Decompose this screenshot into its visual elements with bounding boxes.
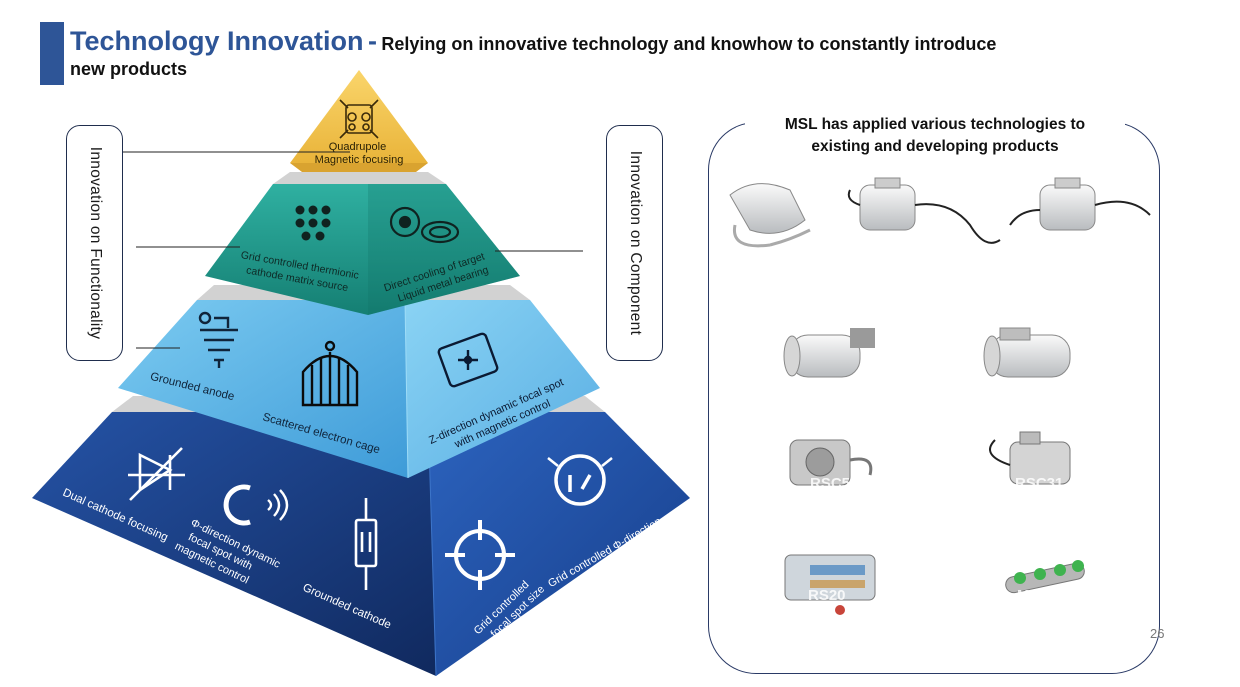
page-title: Technology Innovation - Relying on innov… <box>70 26 1030 80</box>
title-separator: - <box>367 26 377 56</box>
tier-separator <box>273 172 446 184</box>
product-image <box>783 328 875 378</box>
product-image <box>1005 560 1085 594</box>
quadrupole-icon <box>339 99 379 139</box>
tier3-edge <box>404 299 409 479</box>
grounded-cathode-icon <box>354 498 378 590</box>
product-image <box>989 431 1071 485</box>
electron-cage-icon <box>301 340 359 407</box>
product-image <box>847 177 1001 244</box>
tier2-face <box>205 184 520 315</box>
title-accent-bar <box>40 22 64 85</box>
product-illustrations: RSC51 RSC31 RS20 MRS20 <box>729 177 1151 615</box>
product-image <box>784 554 876 615</box>
svg-text:Quadrupole Magnetic focusi: Quadrupole Magnetic focusing <box>315 141 404 166</box>
dual-cathode-icon <box>128 447 185 501</box>
title-subtitle-line2: new products <box>70 59 188 80</box>
product-image <box>789 439 873 486</box>
product-label: RS20 <box>808 587 846 604</box>
grounded-anode-icon <box>198 311 238 368</box>
product-image <box>729 183 811 248</box>
z-focal-spot-icon <box>437 332 499 388</box>
phi-direction-icon <box>547 454 613 506</box>
product-label: RSC31 <box>1015 475 1063 492</box>
product-label: RSC51 <box>810 475 858 492</box>
tier3-left-face <box>118 300 408 478</box>
matrix-source-icon <box>295 205 331 241</box>
title-main: Technology Innovation <box>70 26 364 56</box>
page-number: 26 <box>1150 626 1165 641</box>
quadrupole-label-line2: Magnetic focusing <box>315 154 404 166</box>
product-image <box>1009 177 1151 231</box>
tier1-face <box>290 70 428 163</box>
product-image <box>983 327 1071 378</box>
quadrupole-label-line1: Quadrupole <box>329 141 387 153</box>
technology-pyramid: Quadrupole Magnetic focusing Grid contro… <box>32 70 690 677</box>
magnet-icon <box>223 484 289 526</box>
cooling-bearing-icon <box>389 206 460 244</box>
products-title: MSL has applied various technologies to … <box>745 112 1125 161</box>
component-label-box: Innovation on Component <box>606 125 663 361</box>
functionality-label-box: Innovation on Functionality <box>66 125 123 361</box>
tier1-base <box>290 163 428 172</box>
title-subtitle: Relying on innovative technology and kno… <box>381 34 997 54</box>
products-title-line1: MSL has applied various technologies to <box>784 116 1086 133</box>
tier4-right-face <box>428 412 690 676</box>
target-icon <box>445 520 515 590</box>
tier4-left-face <box>32 412 436 676</box>
product-label: MRS20 <box>1017 587 1067 604</box>
products-title-line2: existing and developing products <box>811 138 1059 156</box>
